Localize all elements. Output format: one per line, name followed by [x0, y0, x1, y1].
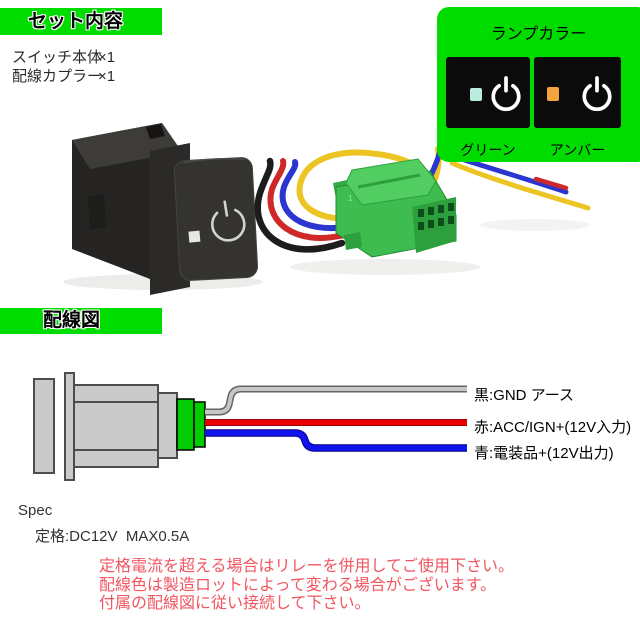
switch-side-clip: [88, 194, 106, 230]
coupler-bottom-clip: [344, 232, 362, 250]
lamp-swatch-green: [446, 57, 530, 128]
power-icon: [491, 76, 521, 112]
set-item-coupler: 配線カプラー ×1: [12, 68, 115, 87]
blue-wire: [279, 159, 350, 232]
warning-notes: 定格電流を超える場合はリレーを併用してご使用下さい。 配線色は製造ロットによって…: [99, 558, 514, 614]
product-photo: 1: [63, 123, 591, 295]
gnd-wire-label: 黒:GND アース: [474, 387, 575, 404]
black-wire: [254, 157, 346, 253]
output-wire-label: 青:電装品+(12V出力): [474, 445, 614, 462]
switch-face-indicator-window: [188, 230, 201, 243]
output-wire: [205, 430, 467, 451]
wiring-diagram-banner-label: 配線図: [43, 310, 101, 331]
coupler-latch-groove: [357, 173, 421, 189]
spec-rating: 定格:DC12V MAX0.5A: [35, 528, 190, 545]
gnd-wire-outline: [205, 385, 467, 416]
warning-note-line: 付属の配線図に従い接続して下さい。: [99, 595, 371, 613]
switch-top-tab: [146, 124, 165, 139]
set-item-switch: スイッチ本体 ×1: [12, 49, 115, 68]
coupler-marking: 1: [348, 194, 353, 203]
set-item-name: スイッチ本体: [12, 49, 103, 66]
diagram-switch-body: [33, 372, 178, 481]
spec-heading: Spec: [18, 502, 53, 519]
coupler-terminal-holes: [418, 203, 454, 230]
switch-photo: [72, 123, 259, 295]
lamp-color-title: ランプカラー: [490, 26, 587, 43]
warning-note-line: 配線色は製造ロットによって変わる場合がございます。: [99, 576, 497, 594]
wire-tips-shadow: [480, 219, 590, 231]
set-item-qty: ×1: [98, 67, 116, 85]
set-contents-banner: セット内容: [0, 8, 162, 35]
lamp-option-amber-label: アンバー: [549, 142, 606, 158]
diagram-wires: [205, 385, 467, 452]
power-icon: [582, 76, 612, 112]
diagram-coupler: [176, 398, 206, 451]
set-item-qty: ×1: [98, 49, 116, 66]
yellow-wire-tip: [449, 160, 591, 211]
set-contents-list: スイッチ本体 ×1 配線カプラー ×1: [12, 49, 115, 86]
coupler-photo: 1: [333, 158, 457, 258]
switch-face-power-icon: [211, 200, 246, 242]
set-item-name: 配線カプラー: [12, 67, 103, 85]
switch-flange: [33, 378, 55, 474]
amber-indicator-square: [547, 87, 559, 101]
wiring-diagram-banner: 配線図: [0, 308, 162, 334]
green-indicator-square: [470, 88, 482, 101]
lamp-option-green-label: グリーン: [460, 142, 516, 158]
lamp-swatch-amber: [534, 57, 621, 128]
switch-rear-stub: [157, 392, 178, 459]
red-wire: [267, 158, 347, 241]
warning-note-line: 定格電流を超える場合はリレーを併用してご使用下さい。: [99, 558, 515, 575]
switch-clip-ring: [64, 372, 75, 481]
coupler-shadow: [290, 259, 480, 275]
wiring-diagram: [33, 372, 467, 481]
switch-front-face: [173, 157, 259, 281]
red-wire-tip: [533, 176, 569, 191]
set-contents-banner-label: セット内容: [28, 11, 124, 32]
lamp-color-panel: ランプカラー グリーン アンバー: [437, 7, 640, 162]
switch-barrel: [73, 384, 159, 468]
acc-wire-label: 赤:ACC/IGN+(12V入力): [474, 419, 632, 436]
gnd-wire: [205, 387, 467, 414]
